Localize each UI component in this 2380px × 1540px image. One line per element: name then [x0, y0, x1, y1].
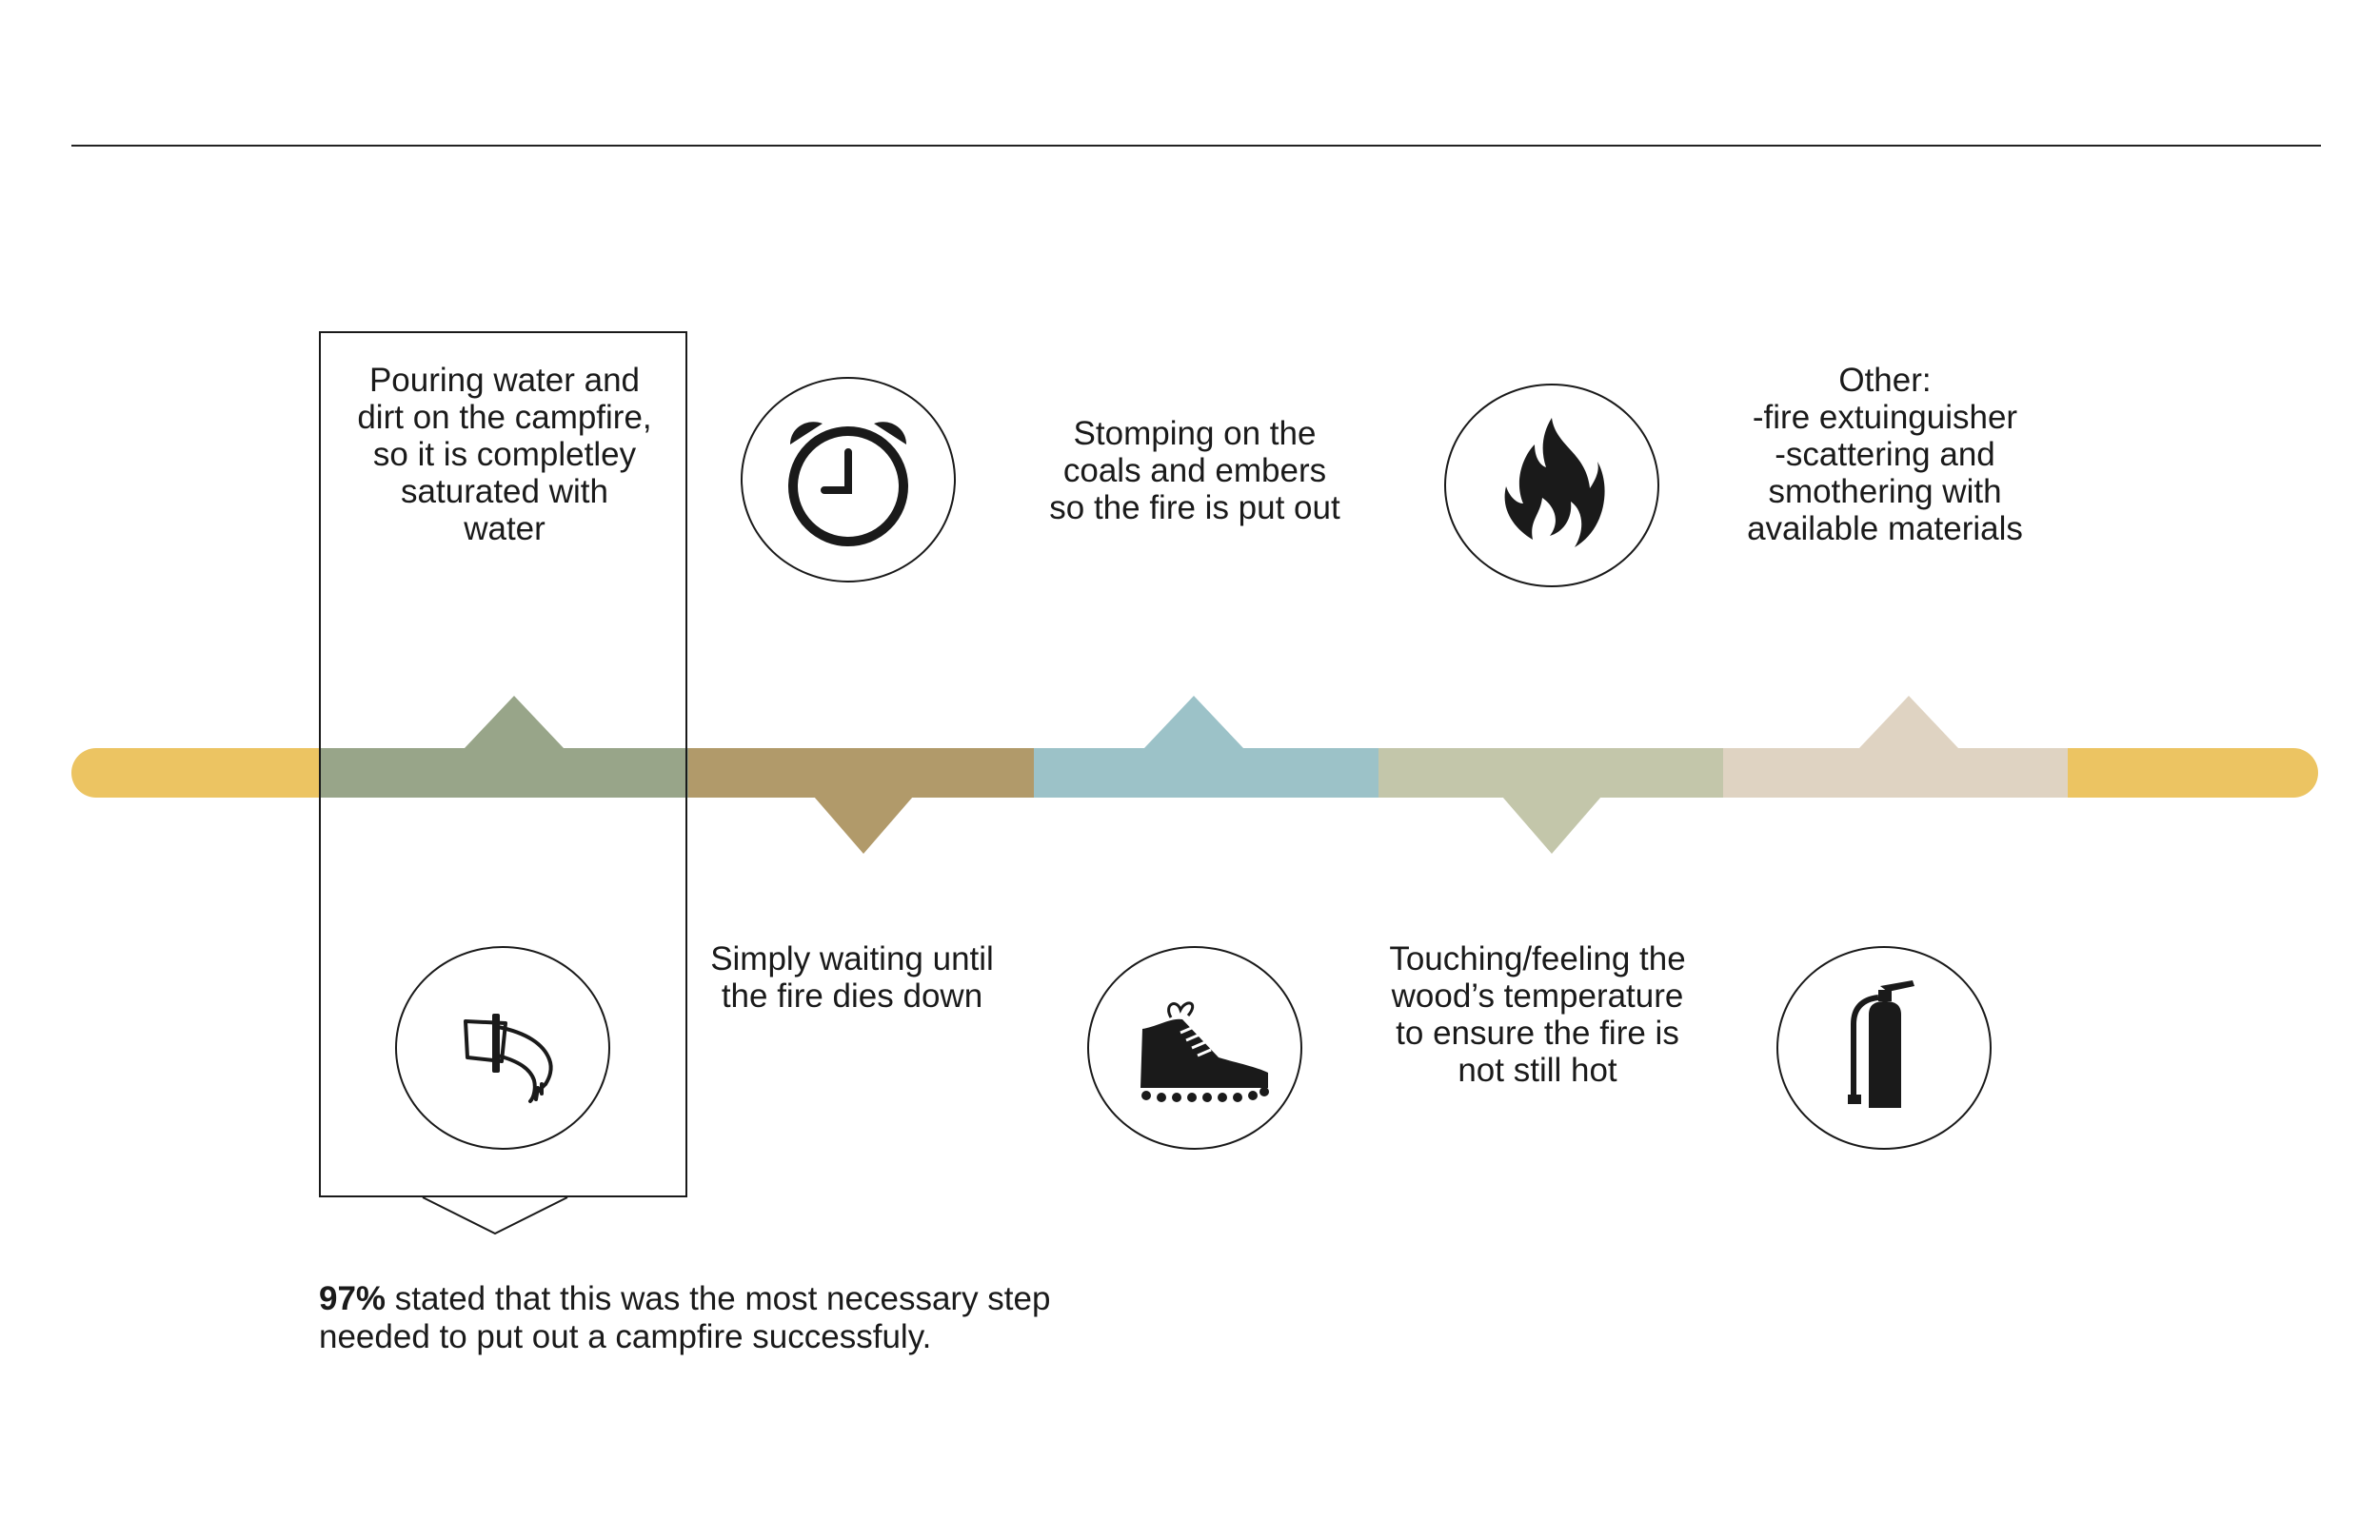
bucket-pour-icon	[464, 1014, 553, 1103]
callout-pointer	[422, 1196, 568, 1235]
timeline-band-left	[71, 748, 347, 798]
option-5-label: Other: -fire extuinguisher -scattering a…	[1747, 362, 2023, 547]
timeline-band-right	[2066, 748, 2318, 798]
alarm-clock-icon	[788, 422, 908, 546]
highlight-box	[319, 331, 687, 1197]
timeline-segment-2	[688, 748, 1034, 798]
option-3-label: Stomping on the coals and embers so the …	[1049, 415, 1340, 526]
top-rule	[71, 145, 2321, 147]
option-2-label: Simply waiting until the fire dies down	[710, 940, 994, 1015]
option-3-icon-circle	[1087, 946, 1302, 1150]
timeline-pointer-5	[1859, 696, 1958, 748]
option-4-label: Touching/feeling the wood’s temperature …	[1389, 940, 1686, 1089]
hiking-boot-icon	[1140, 1001, 1269, 1102]
flame-icon	[1504, 418, 1605, 547]
timeline-segment-3	[1034, 748, 1378, 798]
timeline-pointer-3	[1144, 696, 1243, 748]
timeline-segment-4	[1378, 748, 1723, 798]
timeline-pointer-1	[465, 696, 564, 748]
option-2-icon-circle	[741, 377, 956, 582]
callout-percent: 97%	[319, 1280, 387, 1317]
timeline-segment-5	[1723, 748, 2068, 798]
option-4-icon-circle	[1444, 384, 1659, 587]
option-1-label: Pouring water and dirt on the campfire, …	[357, 362, 652, 547]
option-1-icon-circle	[395, 946, 610, 1150]
timeline-pointer-2	[814, 797, 913, 854]
timeline-pointer-4	[1502, 797, 1601, 854]
callout-body: stated that this was the most necessary …	[319, 1280, 1051, 1355]
timeline-segment-1	[319, 748, 688, 798]
option-5-icon-circle	[1776, 946, 1992, 1150]
fire-extinguisher-icon	[1848, 980, 1914, 1108]
callout-text: 97% stated that this was the most necess…	[319, 1280, 1176, 1356]
